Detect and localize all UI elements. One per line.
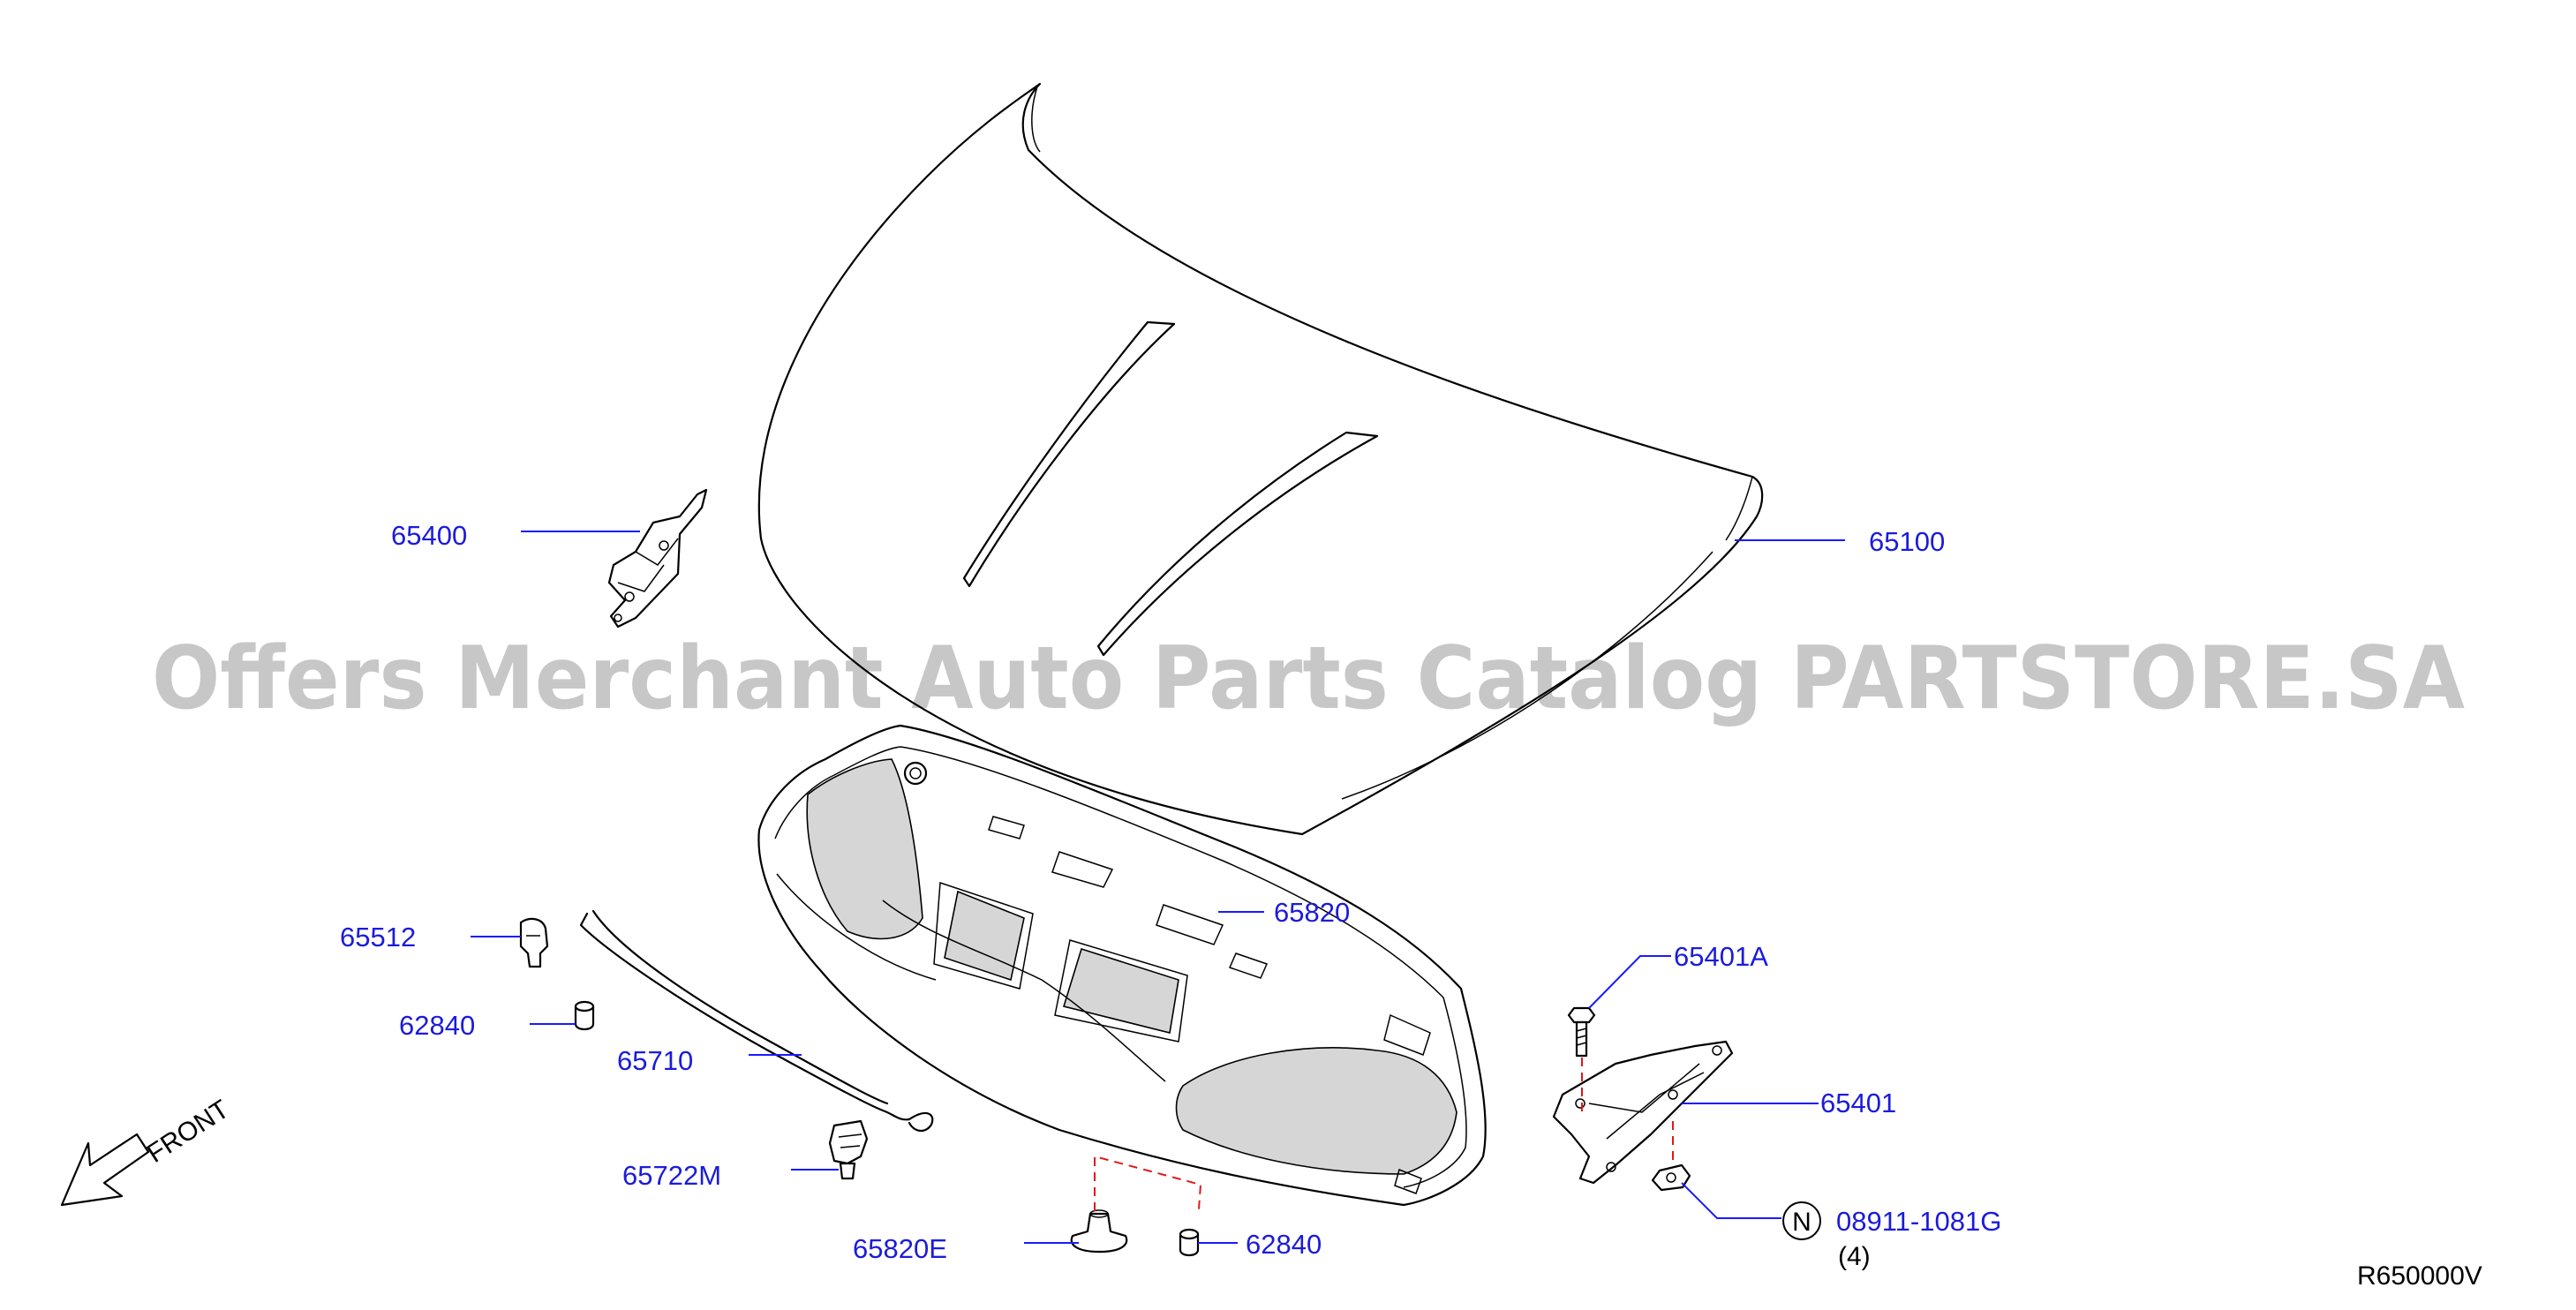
nut-circle-letter: N bbox=[1792, 1208, 1811, 1237]
nut-callout[interactable]: N 08911-1081G (4) bbox=[1782, 1201, 2001, 1271]
hood-hinge-left-part[interactable] bbox=[607, 488, 708, 629]
label-65401A[interactable]: 65401A bbox=[1674, 941, 1768, 972]
label-65710[interactable]: 65710 bbox=[617, 1045, 693, 1076]
hood-support-rod-part[interactable] bbox=[579, 909, 934, 1132]
label-65400[interactable]: 65400 bbox=[391, 520, 467, 551]
hood-rod-clip-part[interactable] bbox=[519, 917, 549, 968]
label-65512[interactable]: 65512 bbox=[340, 922, 416, 952]
hood-insulator-panel[interactable] bbox=[757, 724, 1487, 1207]
front-arrow-icon bbox=[60, 1133, 150, 1207]
hinge-bolt-part[interactable] bbox=[1567, 1006, 1596, 1058]
nut-quantity: (4) bbox=[1838, 1242, 1871, 1271]
insulator-guide-line bbox=[1094, 1155, 1202, 1211]
leader-65401A bbox=[1588, 955, 1671, 1009]
hood-panel[interactable] bbox=[757, 82, 1764, 836]
label-65722M[interactable]: 65722M bbox=[622, 1160, 721, 1191]
hinge-nut-part[interactable] bbox=[1651, 1163, 1691, 1192]
leader-nut bbox=[1681, 1182, 1781, 1219]
insulator-clip-part[interactable] bbox=[1070, 1209, 1128, 1254]
rod-holder-clip-part[interactable] bbox=[828, 1119, 869, 1180]
label-65820E[interactable]: 65820E bbox=[853, 1233, 947, 1264]
label-65820[interactable]: 65820 bbox=[1274, 897, 1350, 928]
label-62840-right[interactable]: 62840 bbox=[1246, 1229, 1322, 1260]
label-62840-left[interactable]: 62840 bbox=[399, 1010, 475, 1041]
label-nut-part-number[interactable]: 08911-1081G bbox=[1836, 1206, 2001, 1237]
label-65401[interactable]: 65401 bbox=[1820, 1088, 1896, 1118]
hood-hinge-right-part[interactable] bbox=[1552, 1040, 1734, 1185]
watermark-text: Offers Merchant Auto Parts Catalog PARTS… bbox=[152, 629, 2465, 729]
bumper-rubber-left-part[interactable] bbox=[574, 1000, 595, 1031]
front-label: FRONT bbox=[142, 1095, 235, 1169]
front-direction-indicator: FRONT bbox=[60, 1095, 235, 1207]
bumper-rubber-right-part[interactable] bbox=[1179, 1228, 1200, 1257]
diagram-code: R650000V bbox=[2357, 1261, 2482, 1291]
label-65100[interactable]: 65100 bbox=[1869, 526, 1945, 557]
